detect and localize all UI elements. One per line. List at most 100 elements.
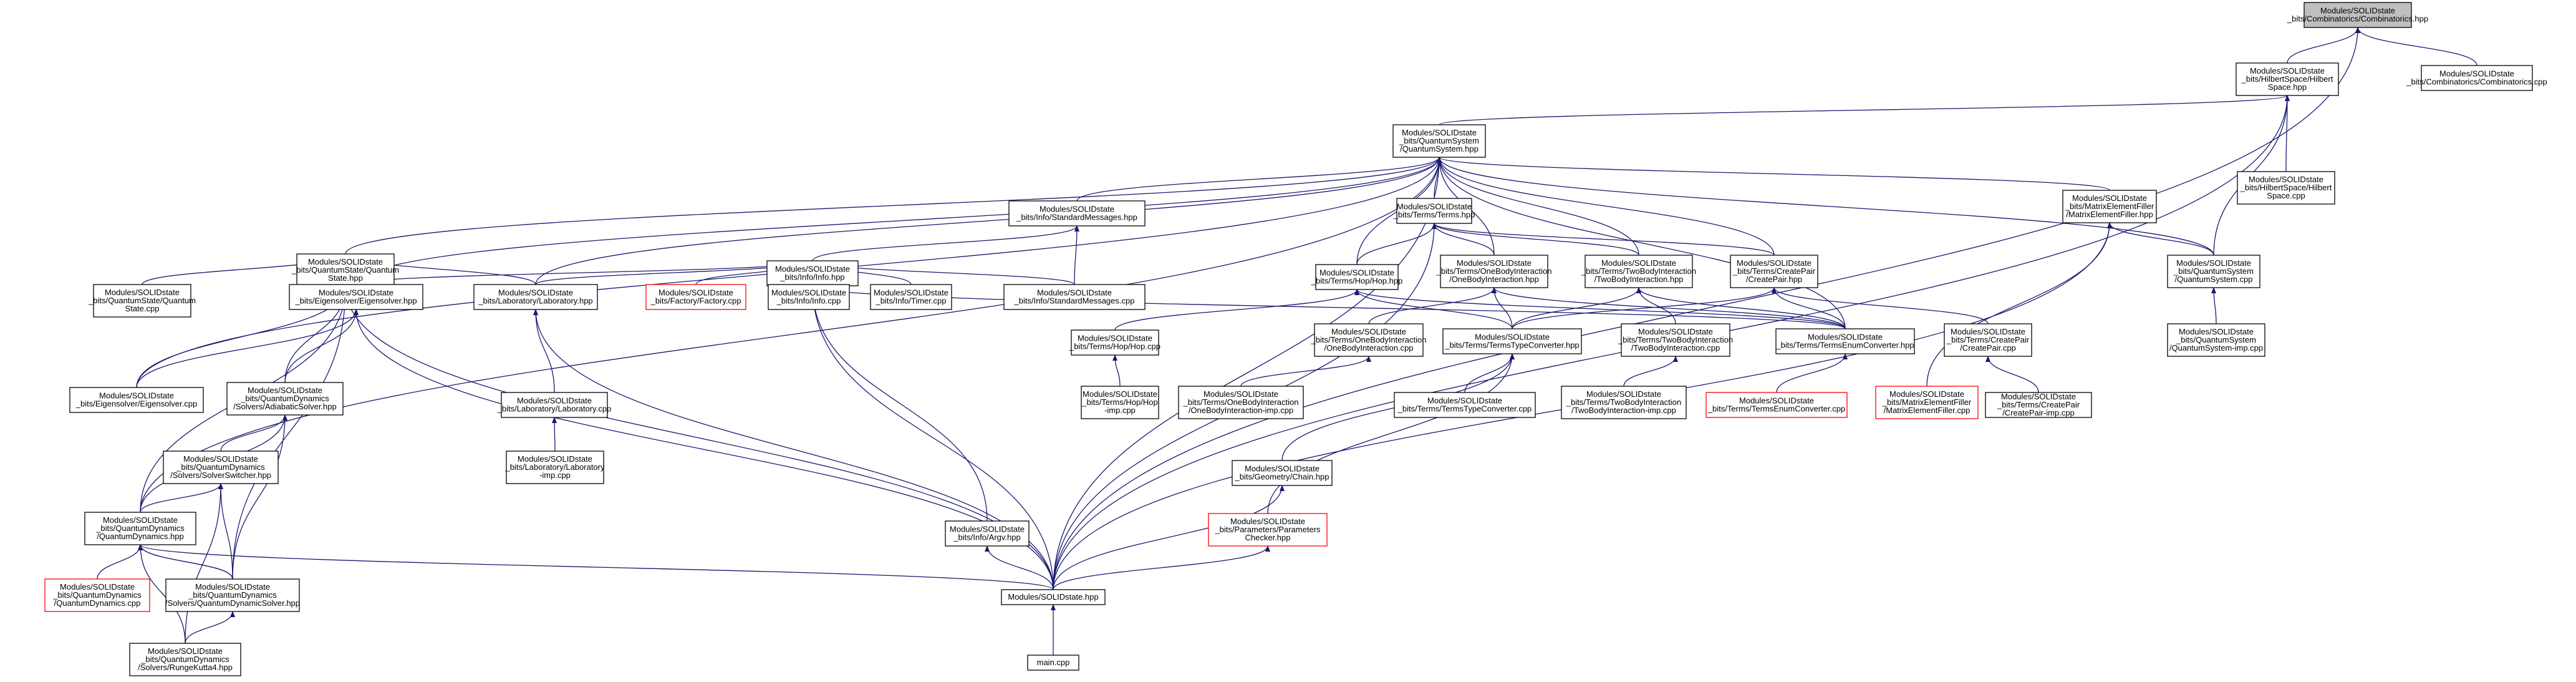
node-createpair_cpp[interactable]: Modules/SOLIDstate_bits/Terms/CreatePair… [1944, 323, 2032, 357]
node-label-line: Modules/SOLIDstate [1037, 288, 1112, 298]
node-box [2236, 62, 2339, 96]
node-quantumstate_cpp[interactable]: Modules/SOLIDstate_bits/QuantumState/Qua… [88, 284, 196, 318]
node-main_cpp[interactable]: main.cpp [1027, 655, 1079, 671]
node-label-line: _bits/Terms/CreatePair [1997, 400, 2080, 409]
node-createpair_imp_cpp[interactable]: Modules/SOLIDstate_bits/Terms/CreatePair… [1985, 392, 2092, 418]
node-label-line: Modules/SOLIDstate [775, 265, 850, 274]
node-quantumdynamics_cpp[interactable]: Modules/SOLIDstate_bits/QuantumDynamics/… [44, 578, 150, 612]
edge-info_hpp-to-solidstate_hpp [810, 285, 1054, 590]
edge-adiabaticsolver_hpp-to-solverswitcher_hpp [220, 414, 287, 452]
node-label-line: /OneBodyInteraction.cpp [1324, 343, 1413, 353]
node-label-line: _bits/Info/Timer.cpp [876, 296, 947, 306]
node-createpair_hpp[interactable]: Modules/SOLIDstate_bits/Terms/CreatePair… [1730, 255, 1818, 288]
edge-laboratory_hpp-to-solidstate_hpp [533, 309, 1054, 590]
edge-createpair_cpp-to-createpair_imp_cpp [1985, 356, 2039, 393]
node-timer_cpp[interactable]: Modules/SOLIDstate_bits/Info/Timer.cpp [870, 284, 952, 310]
node-laboratory_hpp[interactable]: Modules/SOLIDstate_bits/Laboratory/Labor… [473, 284, 598, 310]
node-solidstate_hpp[interactable]: Modules/SOLIDstate.hpp [1001, 589, 1106, 605]
node-hilbertspace_hpp[interactable]: Modules/SOLIDstate_bits/HilbertSpace/Hil… [2236, 62, 2339, 96]
node-box [2237, 171, 2335, 205]
node-label-line: Modules/SOLIDstate [1204, 389, 1278, 399]
node-box [1396, 198, 1472, 224]
node-argv_hpp[interactable]: Modules/SOLIDstate_bits/Info/Argv.hpp [945, 520, 1030, 547]
node-chain_hpp[interactable]: Modules/SOLIDstate_bits/Geometry/Chain.h… [1232, 460, 1333, 486]
node-info_cpp[interactable]: Modules/SOLIDstate_bits/Info/Info.cpp [768, 284, 850, 310]
node-onebody_cpp[interactable]: Modules/SOLIDstate_bits/Terms/OneBodyInt… [1311, 323, 1427, 357]
node-label-line: Modules/SOLIDstate [517, 396, 592, 406]
node-matrixelementfiller_cpp[interactable]: Modules/SOLIDstate_bits/MatrixElementFil… [1875, 386, 1979, 419]
node-label-line: /Solvers/AdiabaticSolver.hpp [233, 402, 336, 411]
node-solverswitcher_hpp[interactable]: Modules/SOLIDstate_bits/QuantumDynamics/… [163, 451, 279, 484]
node-quantumdynamics_hpp[interactable]: Modules/SOLIDstate_bits/QuantumDynamics/… [84, 512, 196, 545]
node-hop_cpp[interactable]: Modules/SOLIDstate_bits/Terms/Hop/Hop.cp… [1069, 329, 1160, 356]
node-label-line: Modules/SOLIDstate [60, 582, 135, 592]
node-box [1705, 392, 1848, 418]
node-twobody_hpp[interactable]: Modules/SOLIDstate_bits/Terms/TwoBodyInt… [1581, 255, 1696, 288]
node-label-line: /Solvers/SolverSwitcher.hpp [170, 470, 271, 480]
node-twobody_cpp[interactable]: Modules/SOLIDstate_bits/Terms/TwoBodyInt… [1618, 323, 1733, 357]
node-laboratory_imp_cpp[interactable]: Modules/SOLIDstate_bits/Laboratory/Labor… [505, 451, 605, 484]
node-label-line: Modules/SOLIDstate [1475, 333, 1550, 342]
node-box [1440, 255, 1548, 288]
node-eigensolver_cpp[interactable]: Modules/SOLIDstate_bits/Eigensolver/Eige… [69, 387, 204, 413]
node-label-line: Modules/SOLIDstate [148, 646, 223, 656]
node-info_hpp[interactable]: Modules/SOLIDstate_bits/Info/Info.hpp [766, 260, 859, 286]
edge-twobody_hpp-to-termsenumconverter_hpp [1636, 287, 1846, 329]
node-label-line: /QuantumSystem.hpp [1400, 144, 1479, 153]
node-standardmessages_hpp[interactable]: Modules/SOLIDstate_bits/Info/StandardMes… [1008, 200, 1146, 227]
node-termsenumconverter_cpp[interactable]: Modules/SOLIDstate_bits/Terms/TermsEnumC… [1705, 392, 1848, 418]
node-matrixelementfiller_hpp[interactable]: Modules/SOLIDstate_bits/MatrixElementFil… [2062, 190, 2157, 223]
node-box [2303, 2, 2412, 28]
node-hilbertspace_cpp[interactable]: Modules/SOLIDstate_bits/HilbertSpace/Hil… [2237, 171, 2335, 205]
node-termsenumconverter_hpp[interactable]: Modules/SOLIDstate_bits/Terms/TermsEnumC… [1775, 328, 1915, 354]
node-label-line: State.hpp [328, 273, 363, 283]
node-box [501, 392, 608, 418]
node-label-line: main.cpp [1037, 658, 1070, 667]
node-parameterschecker_hpp[interactable]: Modules/SOLIDstate_bits/Parameters/Param… [1208, 513, 1328, 547]
node-box [129, 643, 241, 676]
node-terms_hpp[interactable]: Modules/SOLIDstate_bits/Terms/Terms.hpp [1393, 198, 1475, 224]
node-quantumstate_hpp[interactable]: Modules/SOLIDstate_bits/QuantumState/Qua… [291, 253, 399, 287]
node-combinatorics_hpp[interactable]: Modules/SOLIDstate_bits/Combinatorics/Co… [2287, 2, 2428, 28]
node-label-line: Modules/SOLIDstate [2320, 6, 2395, 16]
node-onebody_imp_cpp[interactable]: Modules/SOLIDstate_bits/Terms/OneBodyInt… [1178, 386, 1304, 419]
node-hop_hpp[interactable]: Modules/SOLIDstate_bits/Terms/Hop/Hop.hp… [1311, 264, 1403, 290]
node-box [473, 284, 598, 310]
node-onebody_hpp[interactable]: Modules/SOLIDstate_bits/Terms/OneBodyInt… [1436, 255, 1552, 288]
node-combinatorics_cpp[interactable]: Modules/SOLIDstate_bits/Combinatorics/Co… [2406, 65, 2547, 91]
node-box [226, 382, 344, 416]
node-hop_imp_cpp[interactable]: Modules/SOLIDstate_bits/Terms/Hop/Hop-im… [1081, 386, 1159, 419]
node-label-line: Modules/SOLIDstate [1040, 205, 1114, 214]
node-quantumdynamicsolver_hpp[interactable]: Modules/SOLIDstate_bits/QuantumDynamics/… [165, 578, 300, 612]
edge-twobody_hpp-to-termstypeconverter_hpp [1512, 287, 1641, 329]
node-box [1775, 328, 1915, 354]
edge-quantumsystem_hpp-to-quantumstate_hpp [345, 157, 1442, 255]
node-label-line: /TwoBodyInteraction-imp.cpp [1571, 406, 1676, 415]
node-label-line: _bits/QuantumSystem [2173, 266, 2254, 276]
node-label-line: Modules/SOLIDstate [874, 288, 948, 298]
node-termstypeconverter_hpp[interactable]: Modules/SOLIDstate_bits/Terms/TermsTypeC… [1442, 328, 1582, 354]
node-rungekutta4_hpp[interactable]: Modules/SOLIDstate_bits/QuantumDynamics/… [129, 643, 241, 676]
node-label-line: _bits/Laboratory/Laboratory [505, 462, 605, 472]
node-termstypeconverter_cpp[interactable]: Modules/SOLIDstate_bits/Terms/TermsTypeC… [1394, 392, 1536, 418]
node-standardmessages_cpp[interactable]: Modules/SOLIDstate_bits/Info/StandardMes… [1003, 284, 1146, 310]
node-twobody_imp_cpp[interactable]: Modules/SOLIDstate_bits/Terms/TwoBodyInt… [1561, 386, 1687, 419]
node-label-line: Modules/SOLIDstate [1245, 464, 1319, 474]
node-laboratory_cpp[interactable]: Modules/SOLIDstate_bits/Laboratory/Labor… [497, 392, 612, 418]
edge-onebody_hpp-to-onebody_cpp [1368, 287, 1497, 324]
node-eigensolver_hpp[interactable]: Modules/SOLIDstate_bits/Eigensolver/Eige… [289, 284, 423, 310]
node-box [2062, 190, 2157, 223]
edge-solverswitcher_hpp-to-quantumdynamicsolver_hpp [218, 483, 233, 580]
node-label-line: /CreatePair-imp.cpp [2002, 408, 2075, 417]
node-label-line: /MatrixElementFiller.cpp [1884, 406, 1971, 415]
node-factory_cpp[interactable]: Modules/SOLIDstate_bits/Factory/Factory.… [645, 284, 746, 310]
node-quantumsystem_hpp[interactable]: Modules/SOLIDstate_bits/QuantumSystem/Qu… [1392, 124, 1486, 158]
node-label-line: _bits/Eigensolver/Eigensolver.cpp [75, 399, 197, 409]
node-quantumsystem_cpp[interactable]: Modules/SOLIDstate_bits/QuantumSystem/Qu… [2167, 255, 2260, 288]
node-adiabaticsolver_hpp[interactable]: Modules/SOLIDstate_bits/QuantumDynamics/… [226, 382, 344, 416]
node-label-line: _bits/Combinatorics/Combinatorics.cpp [2406, 77, 2547, 87]
node-label-line: /QuantumSystem.cpp [2175, 275, 2253, 284]
node-box [2421, 65, 2533, 91]
node-quantumsystem_imp_cpp[interactable]: Modules/SOLIDstate_bits/QuantumSystem/Qu… [2167, 323, 2265, 357]
node-box [1178, 386, 1304, 419]
